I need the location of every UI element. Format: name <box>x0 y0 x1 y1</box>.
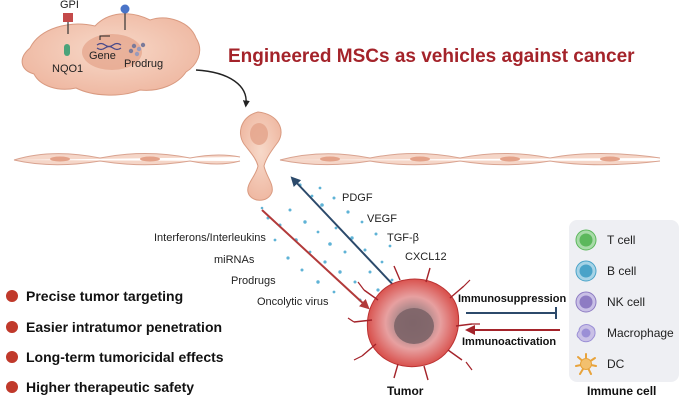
b-cell-icon <box>575 260 597 282</box>
nk-cell-label: NK cell <box>607 295 646 309</box>
advantage-text: Higher therapeutic safety <box>26 379 195 395</box>
immune-cell-tcell: T cell <box>575 227 635 253</box>
msc-cell <box>21 4 201 96</box>
immunoactivation-label: Immunoactivation <box>462 336 557 348</box>
bullet-dot-icon <box>6 351 18 363</box>
immune-cell-macrophage: Macrophage <box>575 320 674 346</box>
prodrug-label: Prodrug <box>124 58 164 70</box>
t-cell-icon <box>575 229 597 251</box>
advantage-item: Precise tumor targeting <box>6 286 183 306</box>
advantage-item: Higher therapeutic safety <box>6 377 194 397</box>
gene-label: Gene <box>89 50 116 62</box>
recruitment-arrow <box>290 176 399 291</box>
macrophage-icon <box>576 324 596 343</box>
advantage-text: Easier intratumor penetration <box>26 319 223 335</box>
diagram-title: Engineered MSCs as vehicles against canc… <box>228 46 635 67</box>
bullet-dot-icon <box>6 381 18 393</box>
advantage-item: Easier intratumor penetration <box>6 317 222 337</box>
delivery-arrow <box>261 209 370 310</box>
migration-arrow <box>195 69 250 108</box>
bullet-dot-icon <box>6 321 18 333</box>
nqo1-label: NQO1 <box>52 63 84 75</box>
dc-label: DC <box>607 357 625 371</box>
immunosuppression-label: Immunosuppression <box>458 293 567 305</box>
factor-tgfb: TGF-β <box>387 232 419 244</box>
bullet-dot-icon <box>6 290 18 302</box>
dendritic-cell-icon <box>575 353 597 375</box>
advantage-text: Long-term tumoricidal effects <box>26 349 224 365</box>
tumor-label: Tumor <box>387 384 424 398</box>
factor-pdgf: PDGF <box>342 192 373 204</box>
factor-vegf: VEGF <box>367 213 397 225</box>
advantage-item: Long-term tumoricidal effects <box>6 347 224 367</box>
macrophage-label: Macrophage <box>607 326 674 340</box>
immune-cell-bcell: B cell <box>575 258 636 284</box>
transmigrating-msc <box>240 111 282 201</box>
factor-mirnas: miRNAs <box>214 254 255 266</box>
factor-prodrugs: Prodrugs <box>231 275 276 287</box>
tumor <box>347 265 480 381</box>
immune-cell-title: Immune cell <box>587 384 657 398</box>
gpi-label: GPI <box>60 0 79 11</box>
t-cell-label: T cell <box>607 233 636 247</box>
factor-cxcl12: CXCL12 <box>405 251 447 263</box>
nk-cell-icon <box>575 291 597 313</box>
factor-particles <box>260 183 404 302</box>
factor-interferons: Interferons/Interleukins <box>154 232 266 244</box>
factor-oncolytic-virus: Oncolytic virus <box>257 296 329 308</box>
immune-cell-nkcell: NK cell <box>575 289 645 315</box>
immune-cell-dc: DC <box>575 351 624 377</box>
advantage-text: Precise tumor targeting <box>26 288 184 304</box>
endothelium <box>13 153 661 166</box>
b-cell-label: B cell <box>607 264 637 278</box>
